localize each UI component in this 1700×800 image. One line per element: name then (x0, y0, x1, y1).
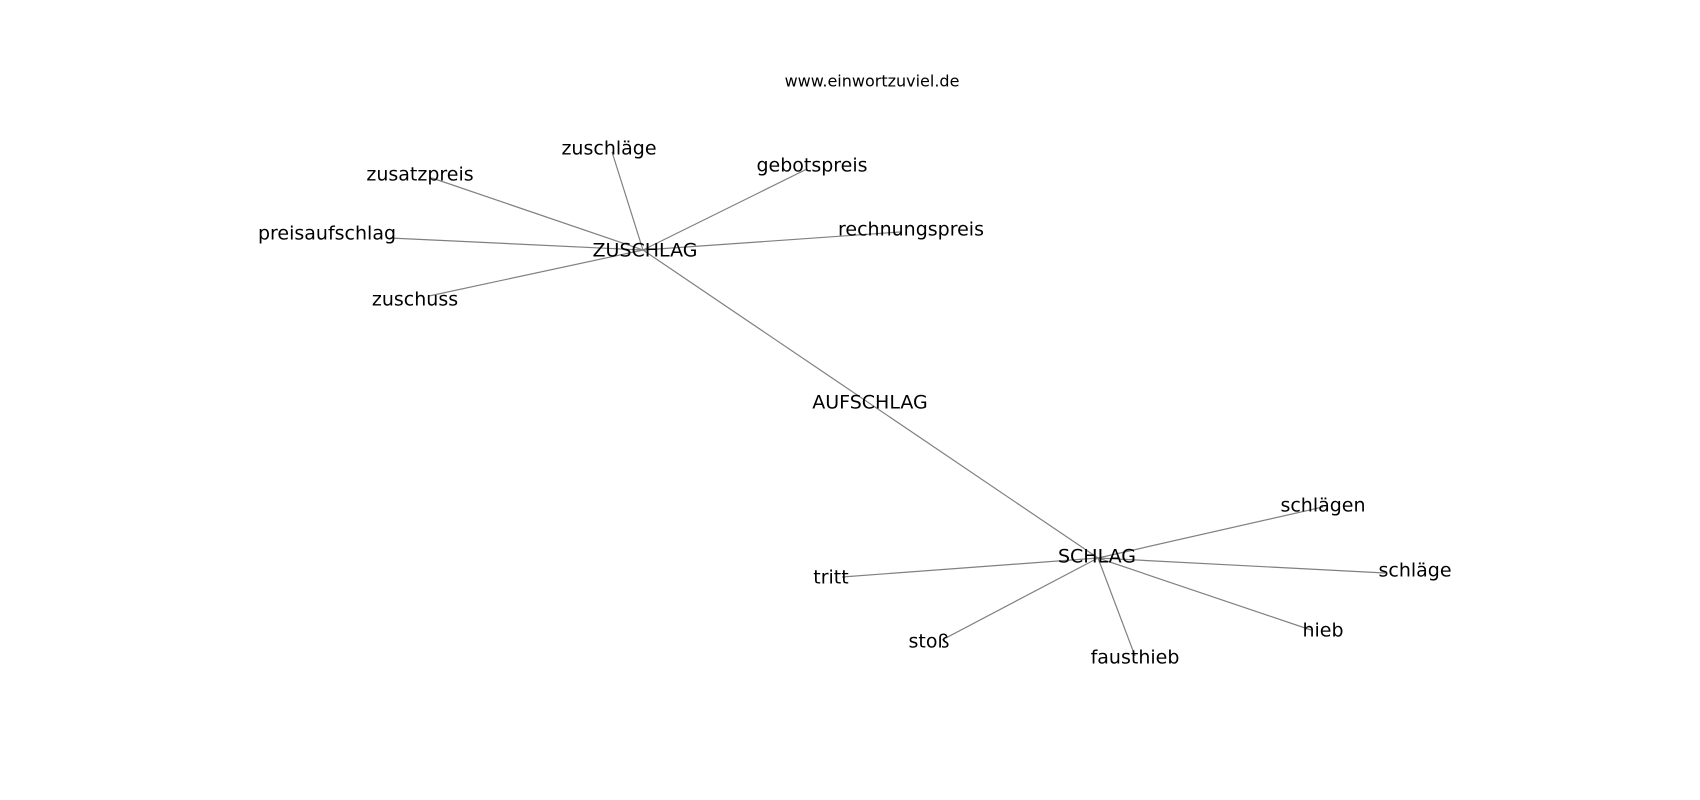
node-stoss: stoß (909, 631, 950, 653)
node-schlaege: schläge (1378, 560, 1451, 582)
node-zuschlag: ZUSCHLAG (593, 240, 698, 262)
node-tritt: tritt (813, 567, 848, 589)
node-aufschlag: AUFSCHLAG (812, 392, 928, 414)
source-website-label: www.einwortzuviel.de (785, 72, 960, 91)
node-zuschuss: zuschuss (372, 289, 458, 311)
node-schlag: SCHLAG (1058, 546, 1136, 568)
edge-zuschlag-zuschuss (428, 249, 644, 297)
edge-layer (389, 151, 1386, 657)
edge-schlag-schlaegen (1097, 506, 1324, 559)
node-fausthieb: fausthieb (1091, 647, 1180, 669)
node-preisaufschlag: preisaufschlag (258, 223, 396, 245)
edge-schlag-hieb (1097, 557, 1312, 631)
edge-schlag-schlaege (1097, 557, 1386, 574)
edge-zuschlag-zuschlaege (611, 151, 644, 251)
edge-zuschlag-schlag (642, 249, 1099, 559)
edge-schlag-stoss (941, 557, 1099, 641)
edge-zuschlag-zusatzpreis (431, 177, 644, 251)
edge-schlag-fausthieb (1097, 557, 1136, 657)
node-zuschlaege: zuschläge (561, 138, 656, 160)
node-hieb: hieb (1302, 620, 1343, 642)
edge-zuschlag-rechnungspreis (642, 231, 901, 251)
edge-schlag-tritt (841, 557, 1099, 578)
edge-zuschlag-preisaufschlag (389, 237, 644, 251)
node-schlaegen: schlägen (1280, 495, 1365, 517)
node-zusatzpreis: zusatzpreis (366, 164, 473, 186)
edge-zuschlag-gebotspreis (642, 168, 808, 251)
node-layer: AUFSCHLAG ZUSCHLAG SCHLAG zuschläge gebotspr… (258, 138, 1452, 669)
node-gebotspreis: gebotspreis (756, 155, 867, 177)
node-rechnungspreis: rechnungspreis (838, 219, 984, 241)
